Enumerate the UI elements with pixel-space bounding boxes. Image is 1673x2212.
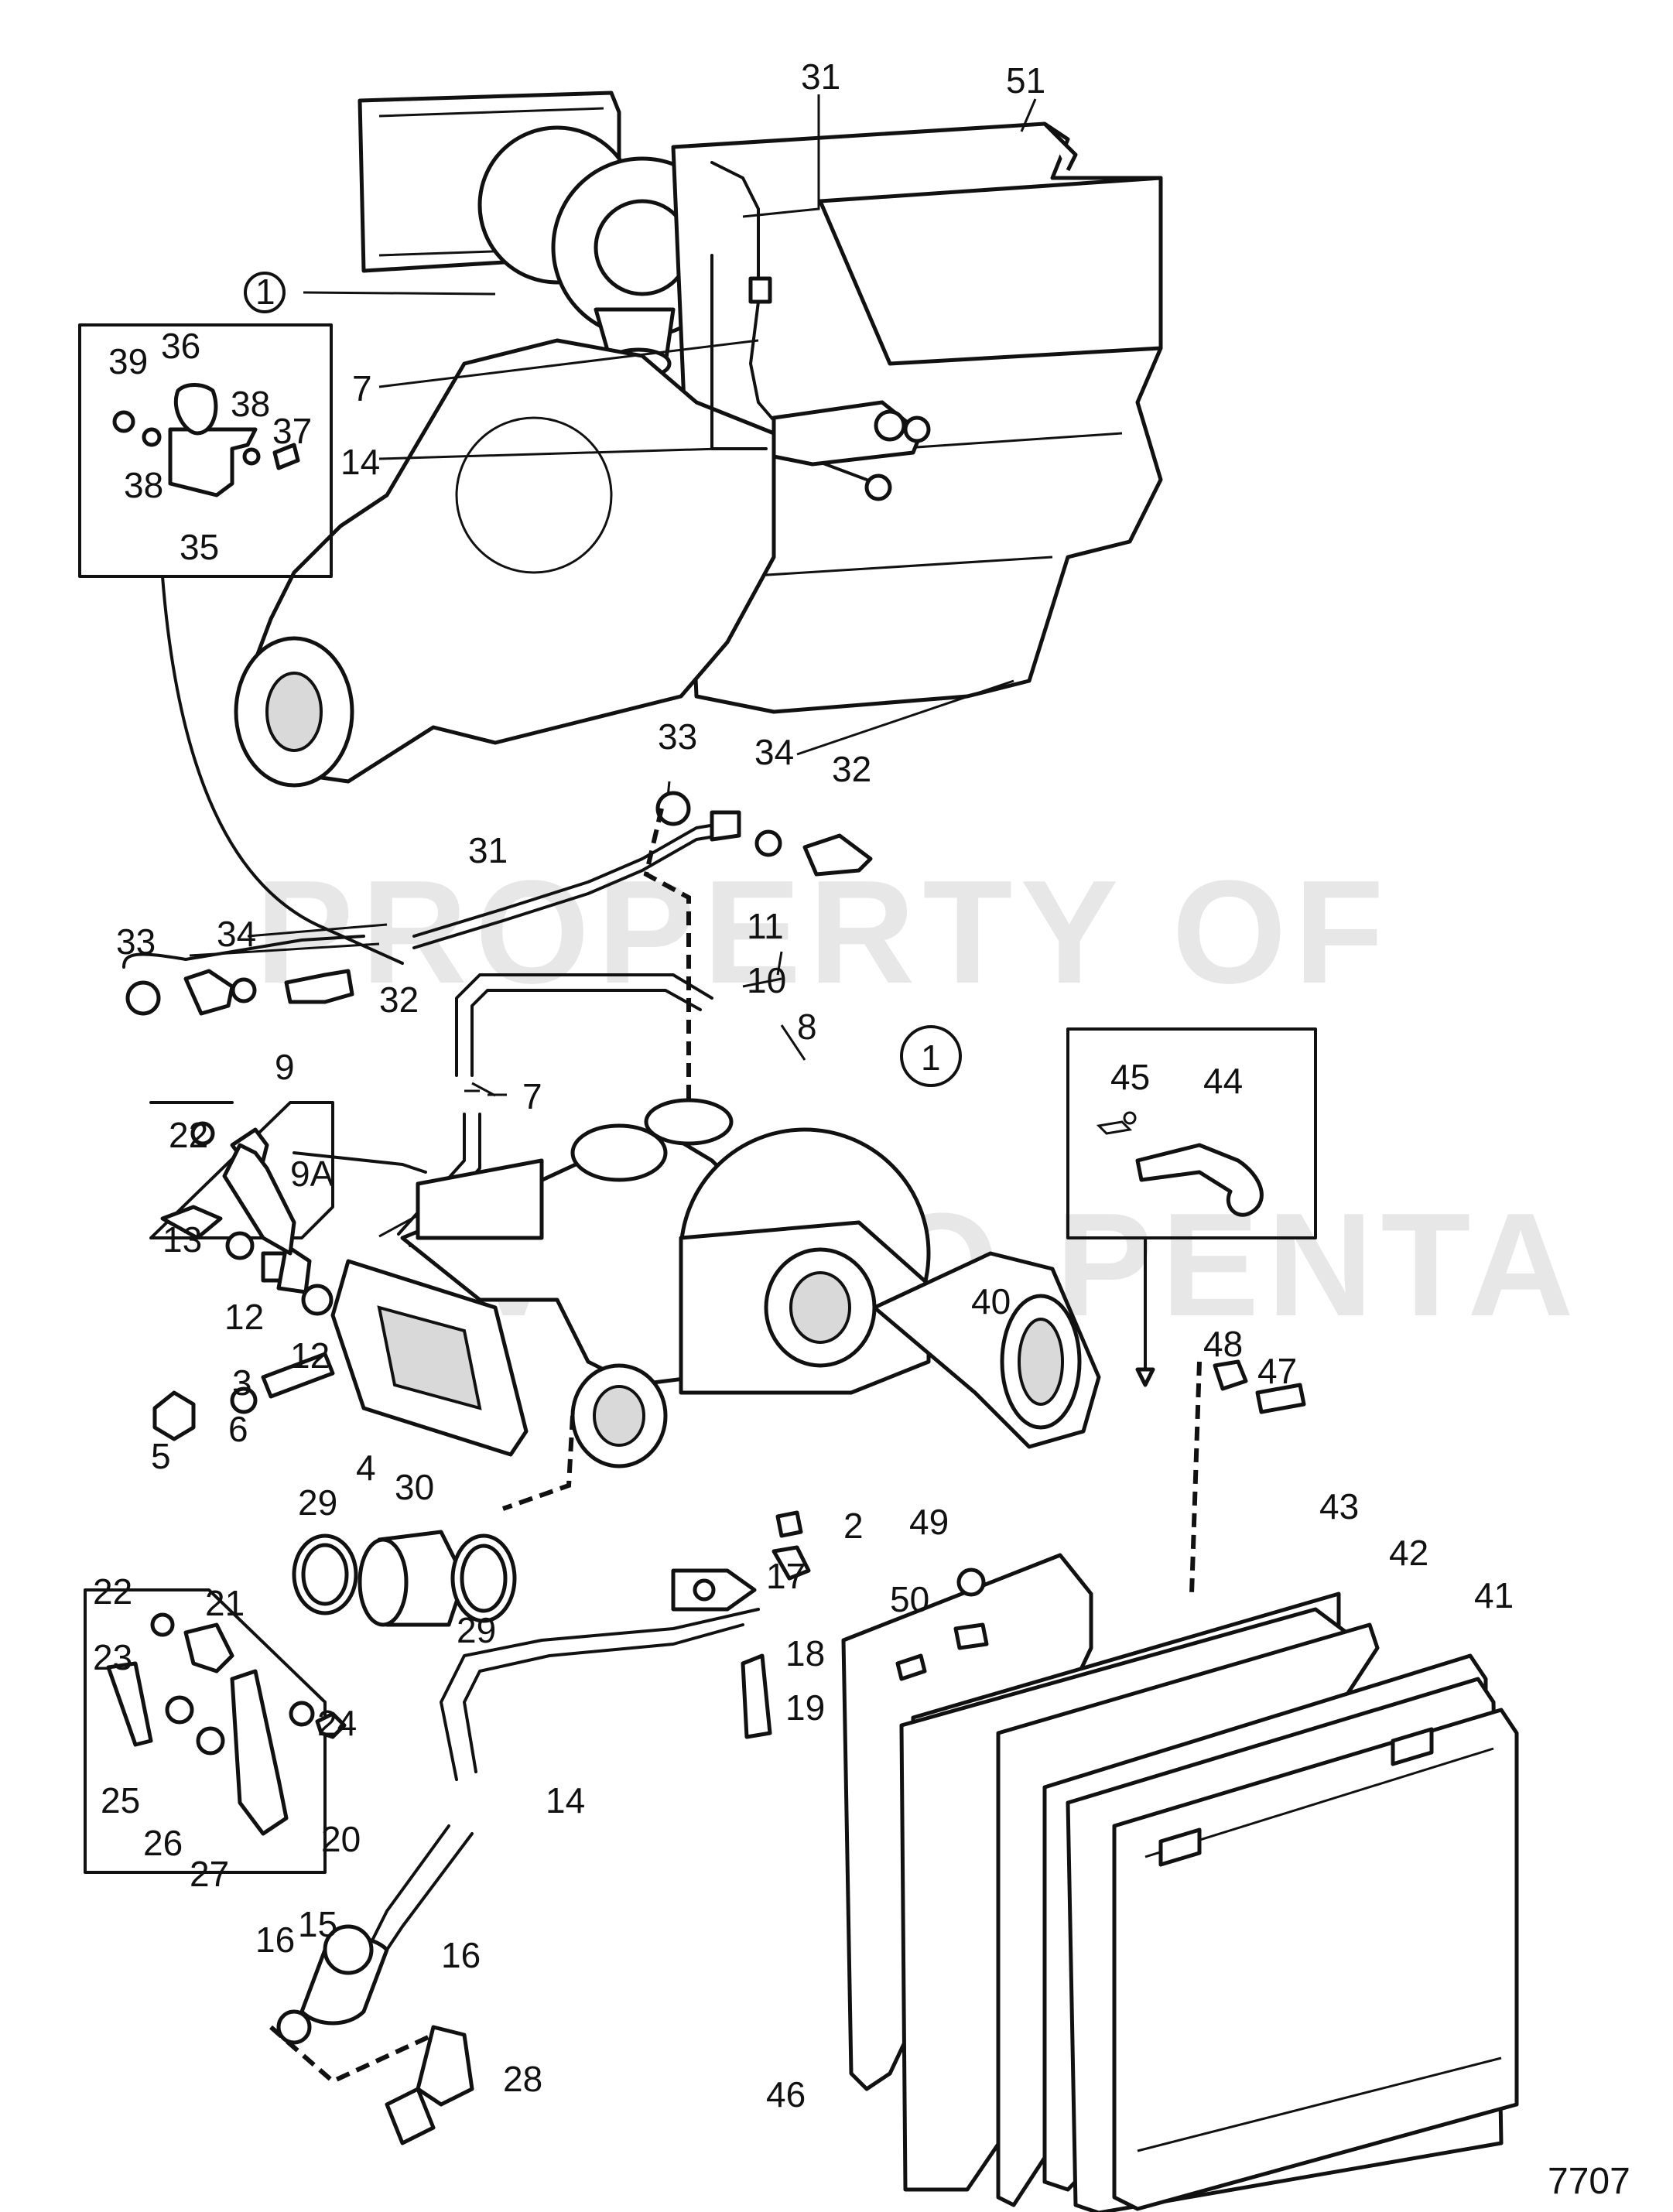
exhaust-elbow: [330, 1098, 1101, 1468]
label-6: 6: [228, 1409, 248, 1449]
label-9: 9: [275, 1047, 295, 1087]
inset-bracket-9: [149, 1101, 427, 1256]
oil-return-line: [122, 791, 873, 1016]
label-44: 44: [1203, 1061, 1243, 1101]
label-7-top: 7: [352, 368, 372, 409]
label-10: 10: [747, 960, 786, 1000]
label-5: 5: [151, 1436, 171, 1476]
label-33-top: 33: [658, 716, 697, 757]
label-31-mid: 31: [468, 830, 508, 870]
label-4: 4: [356, 1448, 376, 1488]
label-20: 20: [321, 1819, 361, 1859]
label-14-top: 14: [340, 442, 380, 482]
label-47: 47: [1257, 1351, 1297, 1391]
inset-bracket-clamp: [78, 323, 404, 965]
label-13: 13: [163, 1219, 202, 1260]
label-29-right: 29: [457, 1610, 496, 1650]
label-22-lower: 22: [93, 1571, 132, 1612]
label-38-top: 38: [231, 384, 270, 424]
label-23: 23: [93, 1637, 132, 1677]
label-3: 3: [232, 1362, 252, 1403]
watermark-line-1: PROPERTY OF: [255, 850, 1391, 1014]
label-25: 25: [101, 1780, 140, 1821]
label-28: 28: [503, 2059, 542, 2099]
label-34-left: 34: [217, 914, 256, 954]
label-35: 35: [180, 527, 219, 567]
label-30: 30: [395, 1467, 434, 1507]
label-1-large-circled: 1: [921, 1038, 941, 1078]
label-7-mid: 7: [522, 1076, 542, 1116]
label-38-bottom: 38: [124, 465, 163, 505]
hose-and-elbow: [276, 1924, 474, 2145]
label-34-top: 34: [754, 732, 794, 772]
label-32-left: 32: [379, 980, 419, 1020]
label-33-left: 33: [116, 921, 156, 962]
engine-assembly: [234, 91, 1163, 788]
label-11: 11: [747, 906, 784, 946]
label-48: 48: [1203, 1324, 1243, 1364]
label-45: 45: [1110, 1057, 1150, 1097]
label-26: 26: [143, 1823, 183, 1863]
label-17: 17: [766, 1556, 806, 1596]
label-37: 37: [272, 411, 312, 451]
inset-bracket-20: [84, 1588, 347, 1874]
air-filter-assembly: [841, 1359, 1519, 2212]
label-42: 42: [1389, 1533, 1428, 1573]
label-21: 21: [205, 1583, 245, 1623]
coolant-pipe-14: [370, 1510, 811, 1951]
label-40: 40: [971, 1281, 1011, 1321]
label-1-circled: 1: [255, 272, 275, 312]
inset-clip-44: [1066, 1027, 1317, 1387]
label-18: 18: [785, 1633, 825, 1674]
label-2: 2: [843, 1506, 864, 1546]
label-39: 39: [108, 341, 148, 381]
label-12-upper: 12: [224, 1297, 264, 1337]
label-49: 49: [909, 1502, 949, 1542]
label-12-lower: 12: [290, 1335, 330, 1376]
label-8: 8: [797, 1007, 817, 1047]
label-24: 24: [317, 1703, 357, 1743]
fasteners-left: [152, 1205, 335, 1441]
leader-lines: [189, 94, 1037, 1238]
label-31: 31: [801, 56, 840, 97]
label-32-top: 32: [832, 749, 871, 789]
label-9a: 9A: [290, 1154, 334, 1194]
callout-labels: 31 51 1 39 36 38 37 38 35 7 14 33 34 32 …: [93, 56, 1514, 2115]
label-29-left: 29: [298, 1482, 337, 1523]
label-15: 15: [298, 1904, 337, 1944]
label-14-lower: 14: [546, 1780, 585, 1821]
label-22-upper: 22: [169, 1115, 208, 1155]
label-46: 46: [766, 2074, 806, 2115]
label-19: 19: [785, 1687, 825, 1728]
label-41: 41: [1474, 1575, 1514, 1615]
label-51: 51: [1006, 60, 1045, 101]
label-43: 43: [1319, 1486, 1359, 1527]
label-36: 36: [161, 326, 200, 366]
label-27: 27: [190, 1854, 229, 1894]
label-16-right: 16: [441, 1935, 481, 1975]
label-50: 50: [890, 1579, 929, 1619]
seals-and-sleeve: [292, 1530, 517, 1627]
label-16-left: 16: [255, 1920, 295, 1960]
drawing-code: 7707: [1548, 2161, 1630, 2202]
